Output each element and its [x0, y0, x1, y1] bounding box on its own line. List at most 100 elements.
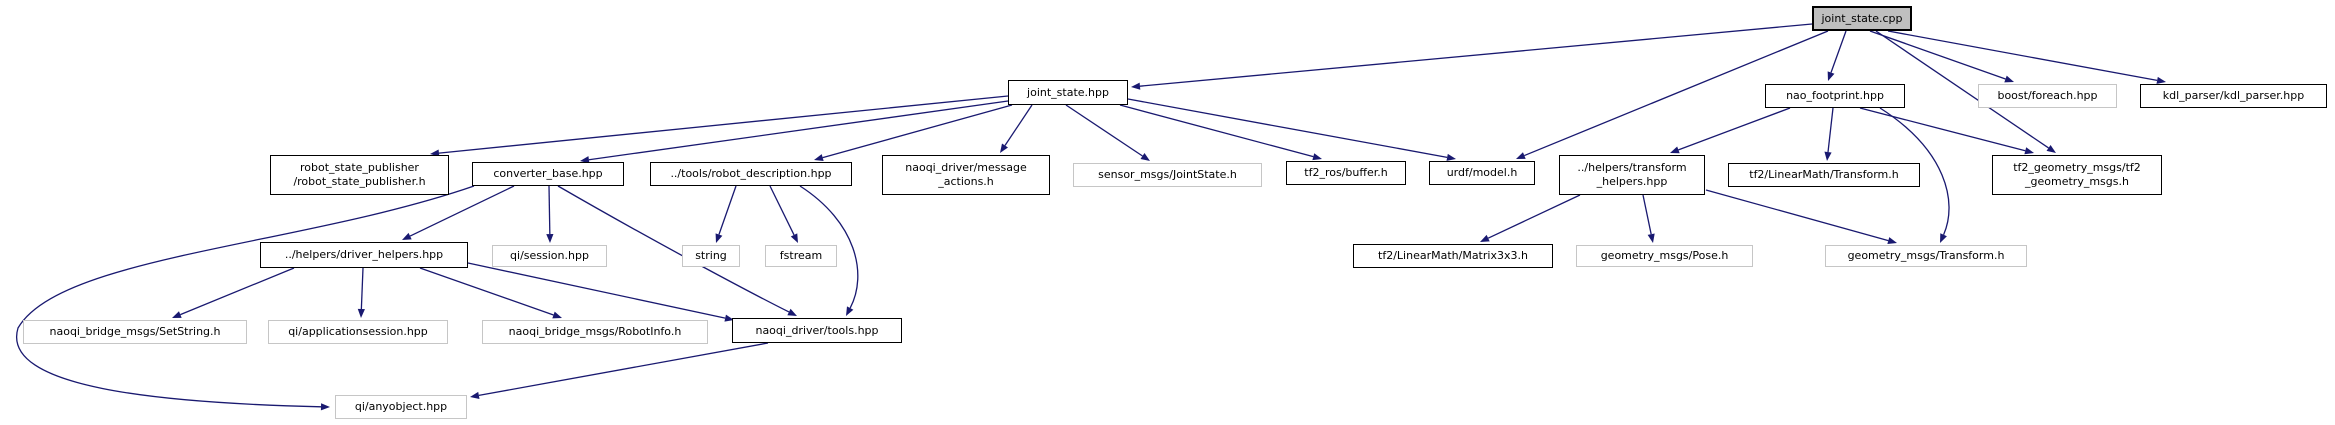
node-label-line: ../tools/robot_description.hpp	[670, 167, 832, 180]
arrowhead-transformh-to-pose	[1647, 233, 1655, 243]
edge-jshpp-to-robodesc	[822, 104, 1013, 159]
edge-convbase-to-qisession	[548, 185, 551, 235]
graph-node-urdf[interactable]: urdf/model.h	[1429, 161, 1535, 185]
graph-node-matrix[interactable]: tf2/LinearMath/Matrix3x3.h	[1353, 244, 1553, 268]
node-label-line: robot_state_publisher	[300, 161, 419, 174]
graph-node-pose: geometry_msgs/Pose.h	[1576, 245, 1753, 267]
node-label-line: fstream	[779, 249, 823, 262]
edge-transformh-to-matrix	[1487, 194, 1581, 239]
graph-node-fstreamn: fstream	[765, 245, 837, 267]
graph-node-convbase[interactable]: converter_base.hpp	[472, 162, 624, 186]
node-label-line: geometry_msgs/Transform.h	[1847, 249, 2005, 262]
graph-node-tf2geom[interactable]: tf2_geometry_msgs/tf2_geometry_msgs.h	[1992, 155, 2162, 195]
graph-node-anyobject: qi/anyobject.hpp	[335, 395, 467, 419]
edge-driverh-to-setstring	[180, 267, 295, 316]
node-label-line: qi/applicationsession.hpp	[288, 325, 428, 338]
graph-node-geomtrans: geometry_msgs/Transform.h	[1825, 245, 2027, 267]
node-label-line: naoqi_driver/tools.hpp	[755, 323, 879, 337]
arrowhead-driverh-to-appsession	[357, 308, 365, 318]
graph-node-stringn: string	[682, 245, 740, 267]
arrowhead-jshpp-to-rsp	[430, 149, 440, 157]
graph-node-rsp[interactable]: robot_state_publisher/robot_state_publis…	[270, 155, 449, 195]
arrowhead-transformh-to-matrix	[1480, 234, 1490, 242]
graph-node-tools[interactable]: naoqi_driver/tools.hpp	[732, 318, 902, 343]
graph-node-setstring: naoqi_bridge_msgs/SetString.h	[23, 320, 247, 344]
node-label-line: _geometry_msgs.h	[2025, 175, 2129, 188]
edge-jscpp-to-urdf	[1524, 30, 1829, 157]
graph-node-qisession: qi/session.hpp	[492, 245, 607, 267]
arrowhead-convbase-to-anyobject	[320, 403, 330, 411]
edge-robodesc-to-tools	[799, 185, 859, 309]
edge-convbase-to-anyobject	[15, 185, 475, 408]
edge-driverh-to-appsession	[360, 267, 364, 310]
graph-node-msgact[interactable]: naoqi_driver/message_actions.h	[882, 155, 1050, 195]
edge-naofoot-to-tf2geom	[1859, 107, 2026, 152]
graph-node-naofoot[interactable]: nao_footprint.hpp	[1765, 84, 1905, 108]
edge-driverh-to-tools	[467, 262, 726, 319]
edge-robodesc-to-stringn	[718, 185, 737, 235]
node-label-line: boost/foreach.hpp	[1997, 89, 2098, 102]
arrowhead-jshpp-to-robodesc	[814, 154, 824, 162]
node-label-line: urdf/model.h	[1446, 166, 1518, 179]
node-label-line: _actions.h	[938, 175, 994, 188]
arrowhead-naofoot-to-tf2geom	[2024, 147, 2034, 155]
arrowhead-tools-to-anyobject	[470, 391, 480, 399]
node-label-line: tf2_ros/buffer.h	[1304, 166, 1388, 179]
arrowhead-jshpp-to-convbase	[580, 156, 590, 164]
edge-jshpp-to-buffer	[1119, 104, 1314, 158]
graph-node-appsession: qi/applicationsession.hpp	[268, 320, 448, 344]
node-label-line: /robot_state_publisher.h	[293, 175, 426, 188]
graph-node-tf2transform[interactable]: tf2/LinearMath/Transform.h	[1728, 163, 1920, 187]
edge-jscpp-to-kdl	[1887, 30, 2158, 82]
graph-node-buffer[interactable]: tf2_ros/buffer.h	[1286, 161, 1406, 185]
graph-node-transformh[interactable]: ../helpers/transform_helpers.hpp	[1559, 155, 1705, 195]
edge-tools-to-anyobject	[478, 342, 769, 397]
arrowhead-driverh-to-robotinfo	[552, 311, 562, 319]
edge-jscpp-to-jshpp	[1139, 23, 1813, 87]
arrowhead-jshpp-to-buffer	[1312, 153, 1322, 161]
edge-jshpp-to-msgact	[1004, 104, 1033, 146]
node-label-line: converter_base.hpp	[493, 167, 603, 180]
arrowhead-robodesc-to-fstreamn	[790, 233, 798, 243]
arrowhead-driverh-to-setstring	[172, 311, 182, 318]
arrowhead-robodesc-to-tools	[846, 306, 854, 316]
edge-jscpp-to-tf2geom	[1875, 30, 2049, 149]
node-label-line: tf2/LinearMath/Matrix3x3.h	[1378, 249, 1528, 262]
edge-jshpp-to-urdf	[1127, 98, 1448, 159]
node-label-line: joint_state.hpp	[1027, 85, 1109, 99]
arrowhead-naofoot-to-tf2transform	[1824, 151, 1832, 161]
node-label-line: ../helpers/driver_helpers.hpp	[284, 248, 444, 261]
node-label-line: _helpers.hpp	[1596, 175, 1668, 188]
node-label-line: naoqi_bridge_msgs/RobotInfo.h	[508, 325, 682, 338]
arrowhead-naofoot-to-transformh	[1670, 146, 1680, 154]
graph-node-jscpp[interactable]: joint_state.cpp	[1812, 6, 1912, 31]
graph-node-boost: boost/foreach.hpp	[1978, 84, 2117, 108]
node-label-line: qi/session.hpp	[510, 249, 589, 262]
edge-driverh-to-robotinfo	[419, 267, 554, 316]
edge-jscpp-to-boost	[1869, 30, 2006, 80]
node-label-line: sensor_msgs/JointState.h	[1098, 168, 1237, 181]
node-label-line: qi/anyobject.hpp	[354, 400, 448, 413]
edge-convbase-to-driverh	[409, 185, 515, 237]
arrowhead-naofoot-to-geomtrans	[1940, 233, 1947, 243]
edge-jshpp-to-sensormsg	[1065, 104, 1143, 157]
graph-node-robotinfo: naoqi_bridge_msgs/RobotInfo.h	[482, 320, 708, 344]
graph-node-kdl[interactable]: kdl_parser/kdl_parser.hpp	[2140, 84, 2327, 108]
arrowhead-driverh-to-tools	[724, 314, 734, 322]
graph-node-robodesc[interactable]: ../tools/robot_description.hpp	[650, 162, 852, 186]
node-label-line: tf2_geometry_msgs/tf2	[2013, 161, 2141, 174]
arrowhead-convbase-to-qisession	[546, 233, 554, 243]
edge-jscpp-to-naofoot	[1830, 30, 1847, 73]
edge-jshpp-to-rsp	[438, 95, 1009, 154]
arrowhead-jscpp-to-jshpp	[1131, 82, 1141, 90]
arrowhead-jscpp-to-kdl	[2156, 76, 2166, 84]
graph-node-jshpp[interactable]: joint_state.hpp	[1008, 80, 1128, 105]
arrowhead-convbase-to-tools	[787, 308, 797, 316]
node-label-line: naoqi_bridge_msgs/SetString.h	[49, 325, 221, 338]
edge-transformh-to-pose	[1642, 194, 1652, 235]
graph-node-driverh[interactable]: ../helpers/driver_helpers.hpp	[260, 242, 468, 268]
node-label-line: geometry_msgs/Pose.h	[1600, 249, 1729, 262]
edge-naofoot-to-geomtrans	[1879, 107, 1950, 236]
